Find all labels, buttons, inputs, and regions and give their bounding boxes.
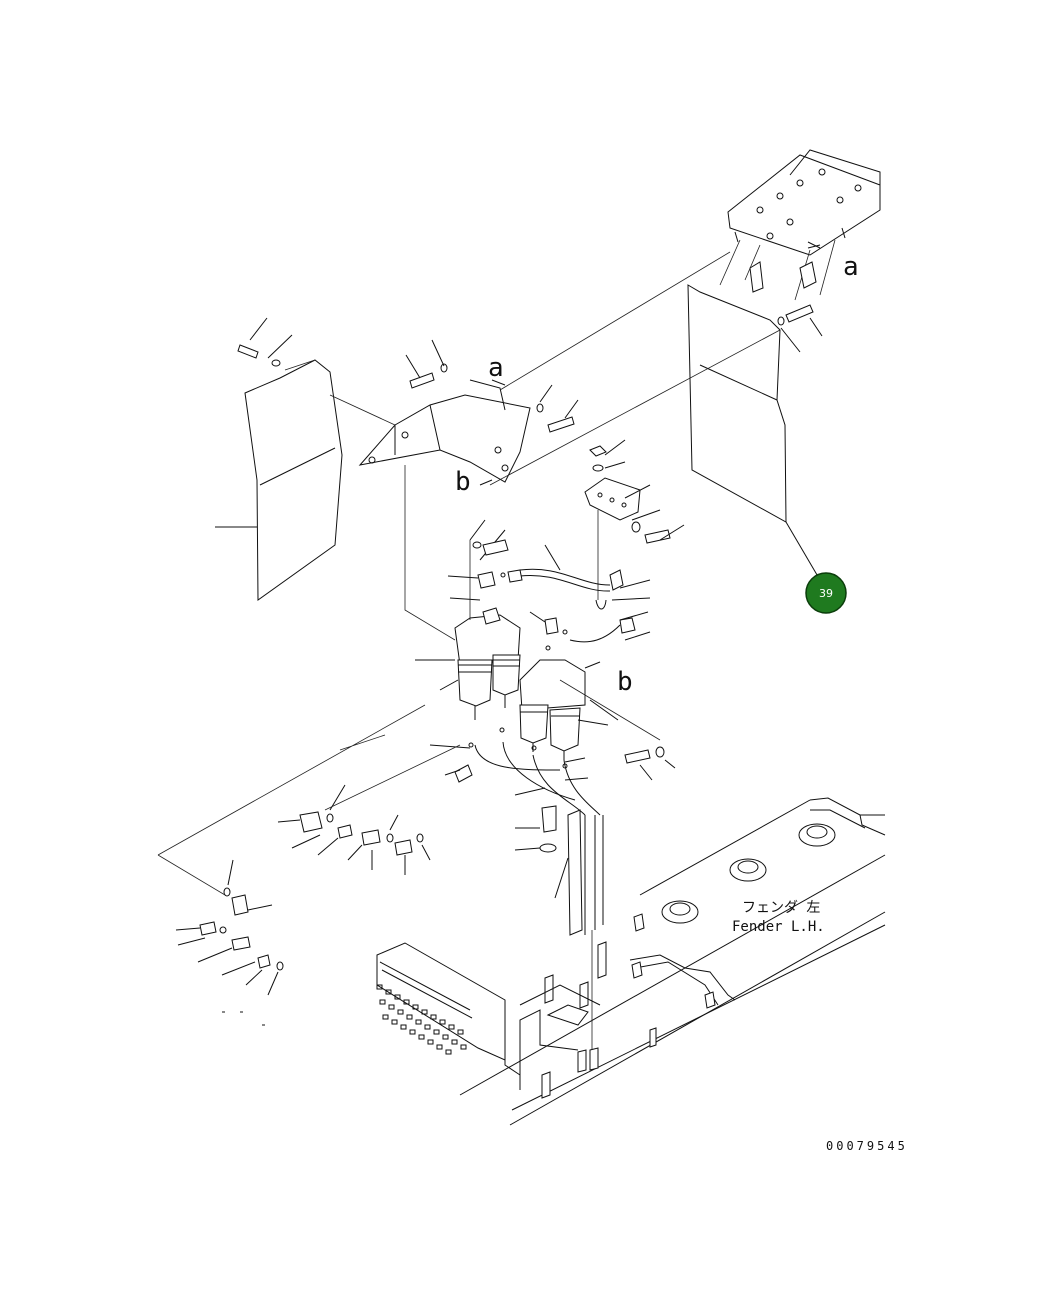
fuel-filter-right-pair: [519, 659, 619, 760]
tube-bracket: [514, 746, 676, 1050]
fender-panel-right: [687, 284, 821, 581]
fender-label-jp: フェンダ 左: [742, 900, 820, 916]
drain-tubes: [429, 727, 601, 816]
leader-lines: [157, 540, 661, 896]
hoses-fittings: [447, 519, 651, 651]
machine-deck: [376, 797, 886, 1126]
callout-number: 39: [819, 587, 833, 600]
drawing-number: 00079545: [826, 1139, 908, 1153]
fender-label-en: Fender L.H.: [732, 919, 825, 935]
bracket-bolts: [237, 304, 823, 433]
mounting-plate: [719, 149, 881, 301]
callout-39[interactable]: 39: [805, 572, 847, 614]
reference-arrows: a b a b: [455, 244, 859, 697]
deck-vent-slots: [376, 961, 473, 1055]
fuel-filter-left-pair: [415, 607, 521, 720]
fender-label: フェンダ 左 Fender L.H.: [732, 900, 825, 935]
ref-label-a-mid: a: [488, 353, 504, 383]
ref-label-a-top: a: [843, 252, 859, 282]
lower-fittings: [175, 784, 431, 1026]
small-bracket: [584, 439, 685, 600]
callout-circle[interactable]: [805, 572, 847, 614]
ref-label-b-right: b: [617, 667, 633, 697]
bracket-assembly: [284, 251, 781, 641]
ref-label-b-mid: b: [455, 467, 471, 497]
fender-panel-left: [215, 359, 343, 601]
